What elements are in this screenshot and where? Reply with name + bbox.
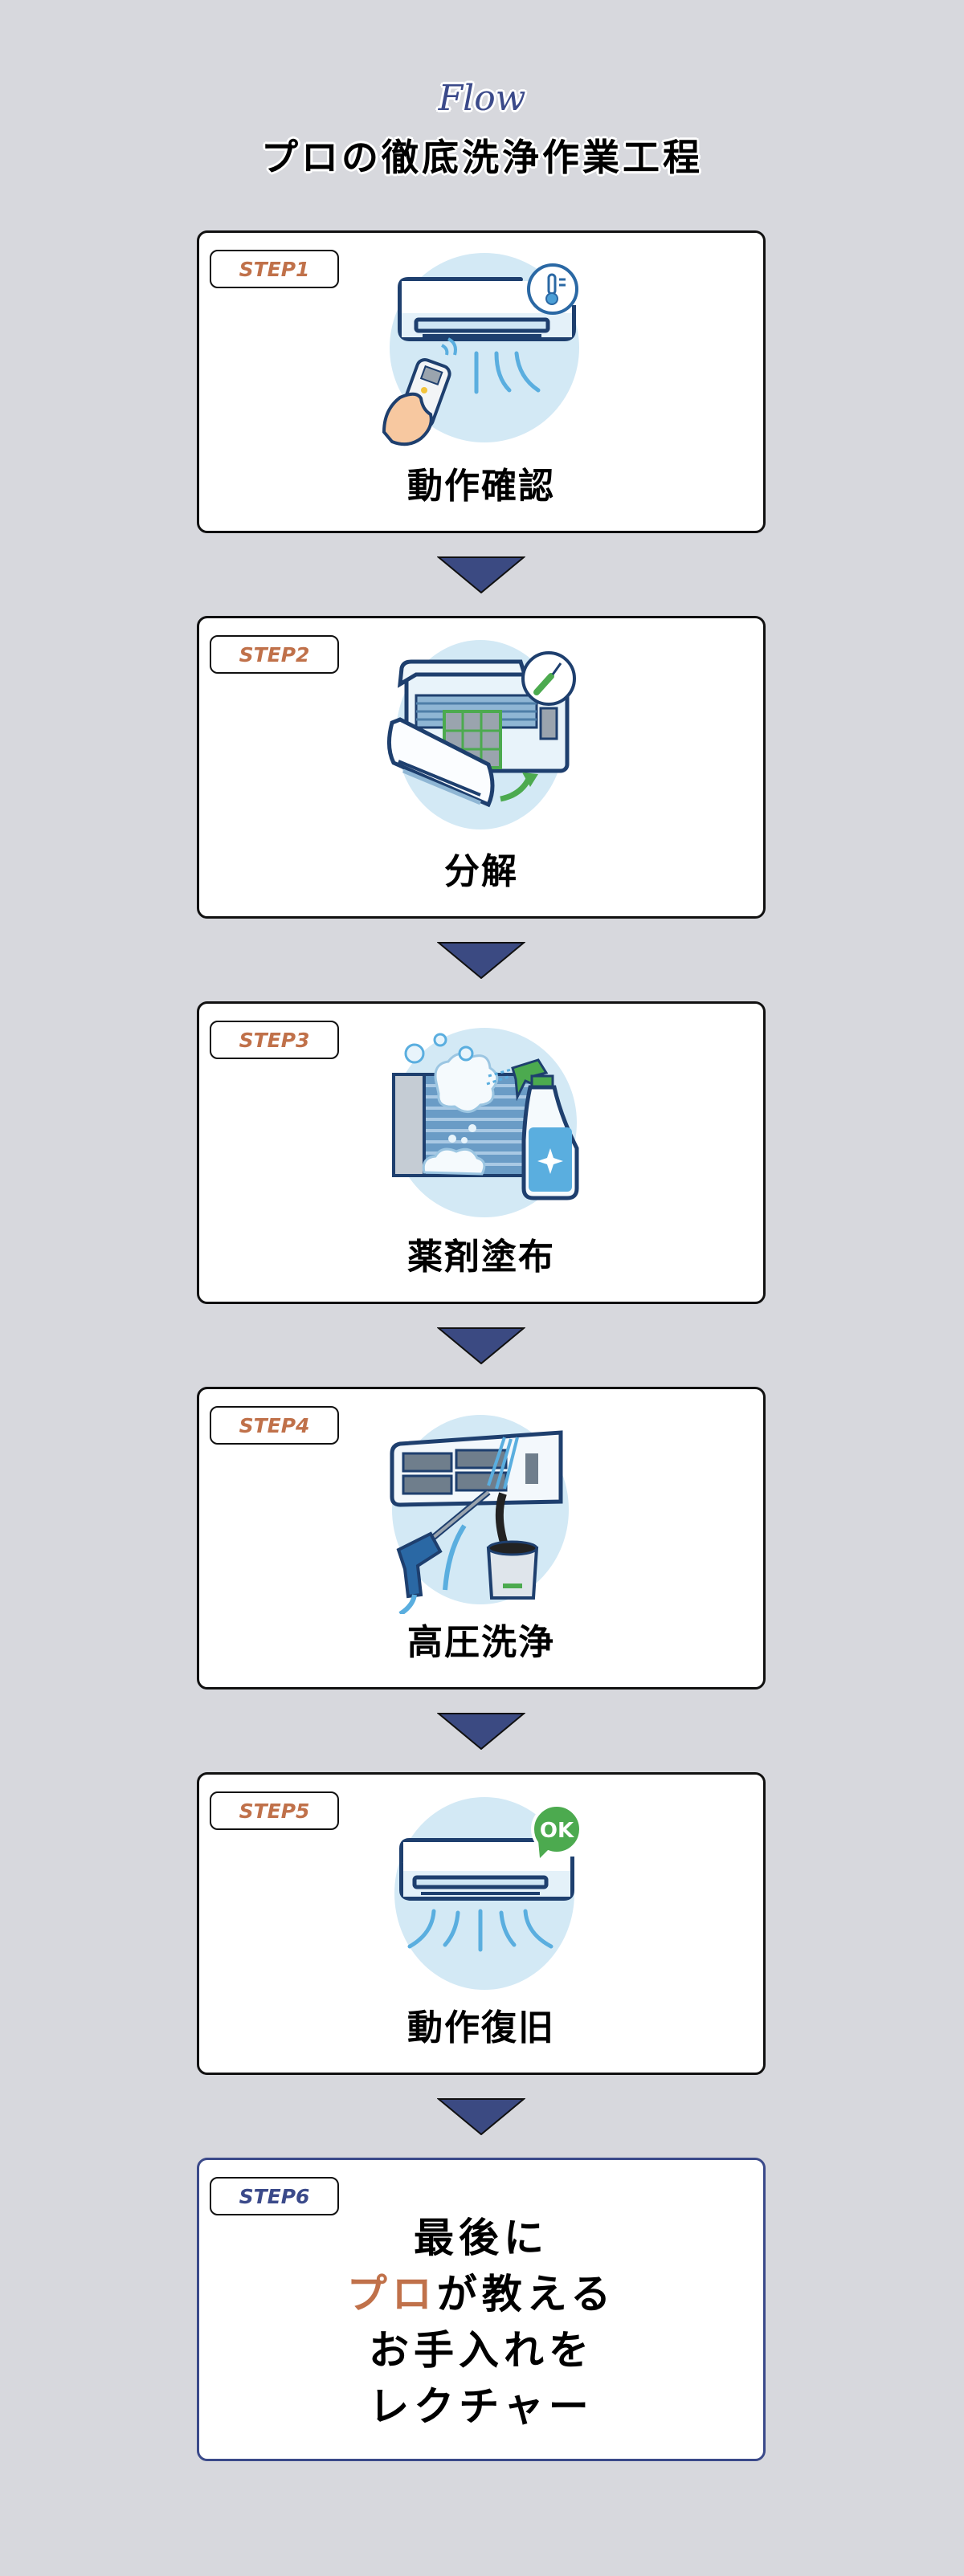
- down-arrow-icon: [437, 1713, 525, 1750]
- flow-eyebrow: Flow: [438, 78, 526, 119]
- final-line-4: レクチャー: [369, 2382, 594, 2430]
- pressure-washer-bucket-icon: [390, 1415, 569, 1614]
- step-badge: STEP6: [210, 2177, 339, 2215]
- step-title: 高圧洗浄: [407, 1622, 555, 1663]
- step-badge: STEP5: [210, 1791, 339, 1830]
- spray-bottle-foam-icon: [392, 1028, 579, 1217]
- ac-disassembly-screwdriver-icon: [387, 640, 576, 829]
- final-line-2: プロが教える: [346, 2270, 616, 2317]
- ok-label: OK: [540, 1819, 574, 1843]
- down-arrow-icon: [437, 1327, 525, 1364]
- final-step-message: 最後に プロが教える お手入れを レクチャー: [199, 2210, 763, 2435]
- step-card-3: STEP3 薬剤塗布: [197, 1001, 766, 1304]
- step-title: 動作確認: [407, 466, 555, 507]
- pro-accent: プロ: [346, 2270, 437, 2317]
- step-title: 分解: [444, 851, 518, 892]
- step-title: 薬剤塗布: [407, 1237, 555, 1278]
- step-card-2: STEP2 分解: [197, 616, 766, 919]
- step-badge: STEP3: [210, 1021, 339, 1059]
- step-card-5: STEP5 OK 動作復旧: [197, 1772, 766, 2075]
- page-title: プロの徹底洗浄作業工程: [261, 136, 703, 179]
- final-line-1: 最後に: [414, 2214, 549, 2261]
- step-title: 動作復旧: [407, 2007, 555, 2048]
- step-card-6: STEP6 最後に プロが教える お手入れを レクチャー: [197, 2158, 766, 2461]
- down-arrow-icon: [437, 2098, 525, 2135]
- down-arrow-icon: [437, 942, 525, 979]
- step-card-4: STEP4 高圧洗浄: [197, 1387, 766, 1689]
- ac-ok-bubble-icon: OK: [394, 1797, 582, 1990]
- step-badge: STEP1: [210, 250, 339, 288]
- down-arrow-icon: [437, 556, 525, 593]
- ac-remote-thermometer-icon: [382, 253, 579, 446]
- step-badge: STEP4: [210, 1406, 339, 1445]
- step-badge: STEP2: [210, 635, 339, 674]
- final-line-3: お手入れを: [369, 2326, 594, 2374]
- step-card-1: STEP1 動作確認: [197, 230, 766, 533]
